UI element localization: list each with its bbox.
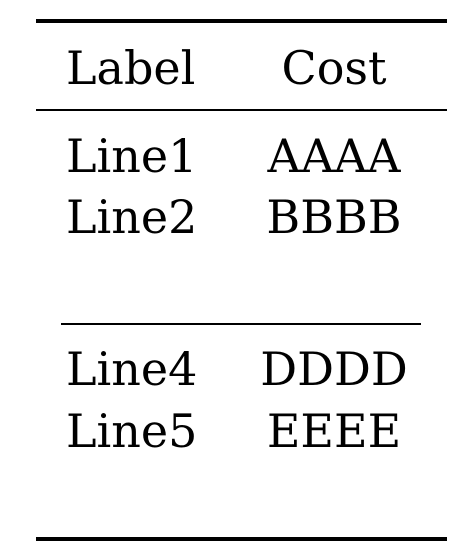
header-cost: Cost bbox=[281, 41, 387, 95]
bottom-rule bbox=[36, 537, 447, 541]
row-cost: BBBB bbox=[266, 190, 402, 244]
row-label: Line1 bbox=[66, 129, 198, 183]
top-rule bbox=[36, 19, 447, 23]
row-label: Line2 bbox=[66, 190, 198, 244]
header-label: Label bbox=[66, 41, 196, 95]
row-cost: DDDD bbox=[260, 342, 408, 396]
row-label: Line4 bbox=[66, 342, 198, 396]
row-cost: AAAA bbox=[267, 129, 401, 183]
row-cost: EEEE bbox=[266, 404, 402, 458]
header-rule bbox=[36, 109, 447, 111]
group-rule bbox=[61, 323, 421, 325]
row-label: Line5 bbox=[66, 404, 198, 458]
